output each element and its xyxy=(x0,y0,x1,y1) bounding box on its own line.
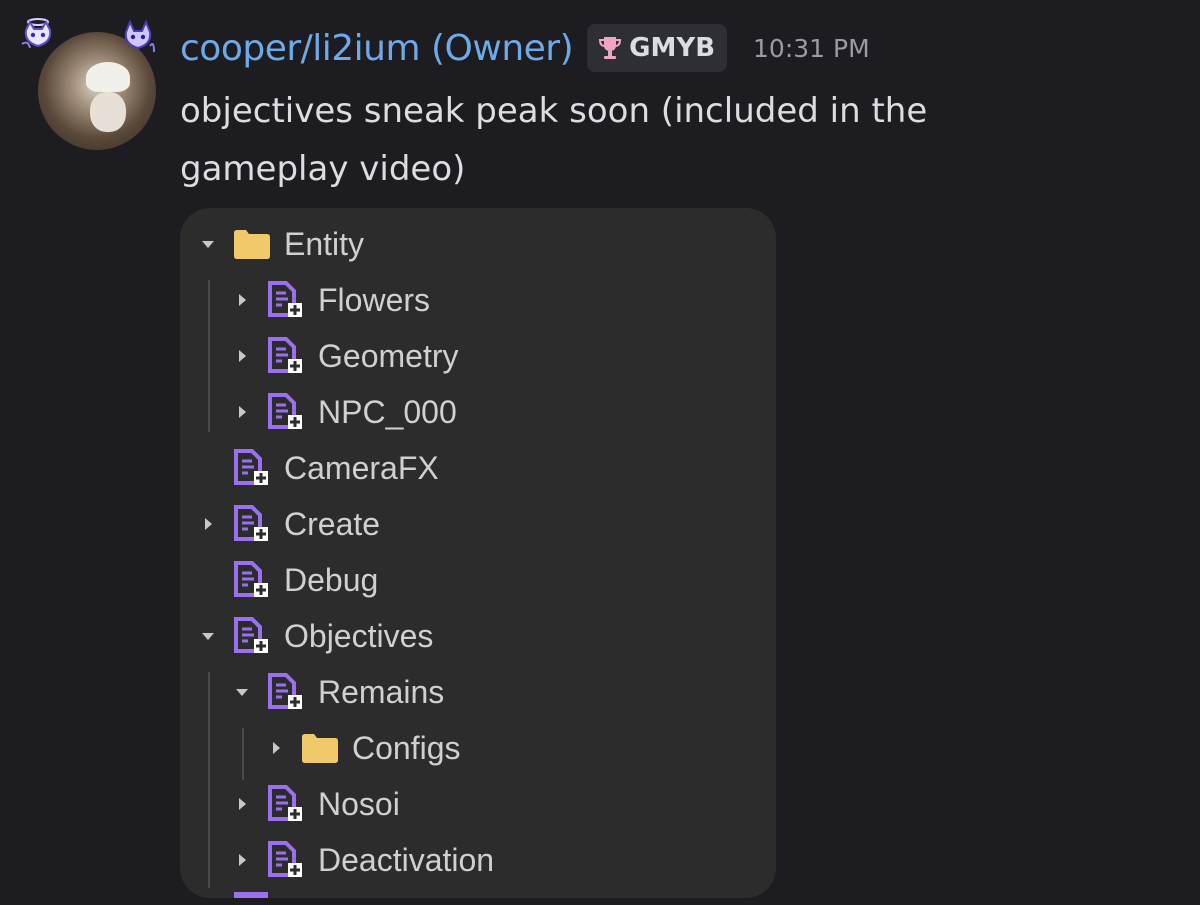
guild-tag[interactable]: GMYB xyxy=(587,24,728,72)
collapsed-arrow-icon[interactable] xyxy=(200,516,216,532)
tree-item-label: Geometry xyxy=(318,337,459,374)
tree-item-deactivation[interactable]: Deactivation xyxy=(234,832,494,888)
module-script-icon xyxy=(234,561,268,597)
module-script-icon xyxy=(268,785,302,821)
collapsed-arrow-icon[interactable] xyxy=(234,348,250,364)
module-script-icon xyxy=(268,281,302,317)
module-script-icon xyxy=(234,505,268,541)
module-script-icon xyxy=(268,337,302,373)
image-attachment[interactable]: Entity Flowers Geometry xyxy=(180,208,776,898)
tree-item-label: Configs xyxy=(352,729,461,766)
tree-item-label: Debug xyxy=(284,561,379,598)
tree-item-flowers[interactable]: Flowers xyxy=(234,272,430,328)
cat-decoration-icon xyxy=(124,19,155,53)
message-header: cooper/li2ium (Owner) GMYB 10:31 PM xyxy=(180,22,870,74)
guild-tag-label: GMYB xyxy=(629,33,716,63)
tree-item-objectives[interactable]: Objectives xyxy=(200,608,433,664)
tree-item-label: Deactivation xyxy=(318,841,495,878)
module-script-icon xyxy=(234,892,268,898)
timestamp[interactable]: 10:31 PM xyxy=(753,33,870,63)
tree-item-label: Remains xyxy=(318,673,445,710)
tree-item-debug[interactable]: Debug xyxy=(232,552,378,608)
expanded-arrow-icon[interactable] xyxy=(200,628,216,644)
tree-item-npc-000[interactable]: NPC_000 xyxy=(234,384,457,440)
module-script-icon xyxy=(234,617,268,653)
chef-hat-graphic xyxy=(86,62,130,92)
tree-item-entity[interactable]: Entity xyxy=(200,216,364,272)
cat-face-graphic xyxy=(90,92,126,132)
collapsed-arrow-icon[interactable] xyxy=(234,404,250,420)
cat-decoration-icon xyxy=(21,18,52,49)
tree-item-nosoi[interactable]: Nosoi xyxy=(234,776,400,832)
expanded-arrow-icon[interactable] xyxy=(200,236,216,252)
tree-item-camerafx[interactable]: CameraFX xyxy=(232,440,439,496)
avatar[interactable] xyxy=(20,14,156,150)
module-script-icon xyxy=(268,393,302,429)
username[interactable]: cooper/li2ium (Owner) xyxy=(180,27,574,69)
avatar-image xyxy=(38,32,156,150)
folder-icon xyxy=(302,734,338,763)
expanded-arrow-icon[interactable] xyxy=(234,684,250,700)
tree-item-remains[interactable]: Remains xyxy=(234,664,444,720)
module-script-icon xyxy=(268,673,302,709)
tree-item-create[interactable]: Create xyxy=(200,496,380,552)
collapsed-arrow-icon[interactable] xyxy=(234,796,250,812)
message-content: objectives sneak peak soon (included in … xyxy=(180,91,928,189)
tree-item-label: Nosoi xyxy=(318,785,400,822)
tree-guide xyxy=(208,672,210,888)
tree-item-configs[interactable]: Configs xyxy=(268,720,461,776)
tree-item-label: NPC_000 xyxy=(318,393,457,430)
tree-item-geometry[interactable]: Geometry xyxy=(234,328,458,384)
trophy-icon xyxy=(599,37,622,59)
module-script-icon xyxy=(268,841,302,877)
tree-guide xyxy=(208,280,210,432)
tree-item-label: Create xyxy=(284,505,381,542)
collapsed-arrow-icon[interactable] xyxy=(234,852,250,868)
tree-item-label: CameraFX xyxy=(284,449,439,486)
tree-item-label: Flowers xyxy=(318,281,431,318)
folder-icon xyxy=(234,230,270,259)
tree-item-label: Entity xyxy=(284,225,365,262)
tree-guide xyxy=(242,728,244,780)
collapsed-arrow-icon[interactable] xyxy=(234,292,250,308)
tree-item-label: Objectives xyxy=(284,617,434,654)
collapsed-arrow-icon[interactable] xyxy=(268,740,284,756)
module-script-icon xyxy=(234,449,268,485)
